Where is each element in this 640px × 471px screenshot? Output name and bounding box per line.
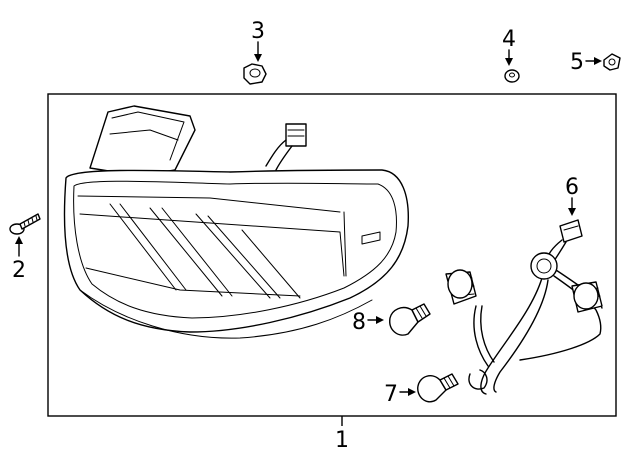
- nut-part-3: [243, 63, 267, 85]
- assembly-frame: [47, 93, 617, 417]
- callout-5-arrowhead: [594, 57, 602, 65]
- callout-2-arrowhead: [15, 236, 23, 244]
- callout-6-arrowhead: [568, 208, 576, 216]
- callout-6-label: 6: [565, 175, 579, 200]
- bulb-part-8: [389, 303, 431, 336]
- callout-5-label: 5: [570, 50, 584, 75]
- pin-part-5: [603, 53, 621, 71]
- callout-4-arrowhead: [505, 58, 513, 66]
- callout-1-label: 1: [335, 428, 349, 453]
- callout-3-label: 3: [251, 19, 265, 44]
- callout-7-label: 7: [384, 382, 398, 407]
- tail-lamp-housing: [63, 105, 409, 339]
- callout-4-label: 4: [502, 27, 516, 52]
- wiring-harness-part-6: [445, 219, 603, 395]
- callout-8-arrowhead: [376, 316, 384, 324]
- screw-part-2: [9, 213, 41, 235]
- callout-8-label: 8: [352, 310, 366, 335]
- callout-7-arrowhead: [408, 388, 416, 396]
- grommet-part-4: [504, 69, 520, 83]
- callout-2-label: 2: [12, 258, 26, 283]
- bulb-part-7: [417, 373, 459, 403]
- callout-3-arrowhead: [254, 54, 262, 62]
